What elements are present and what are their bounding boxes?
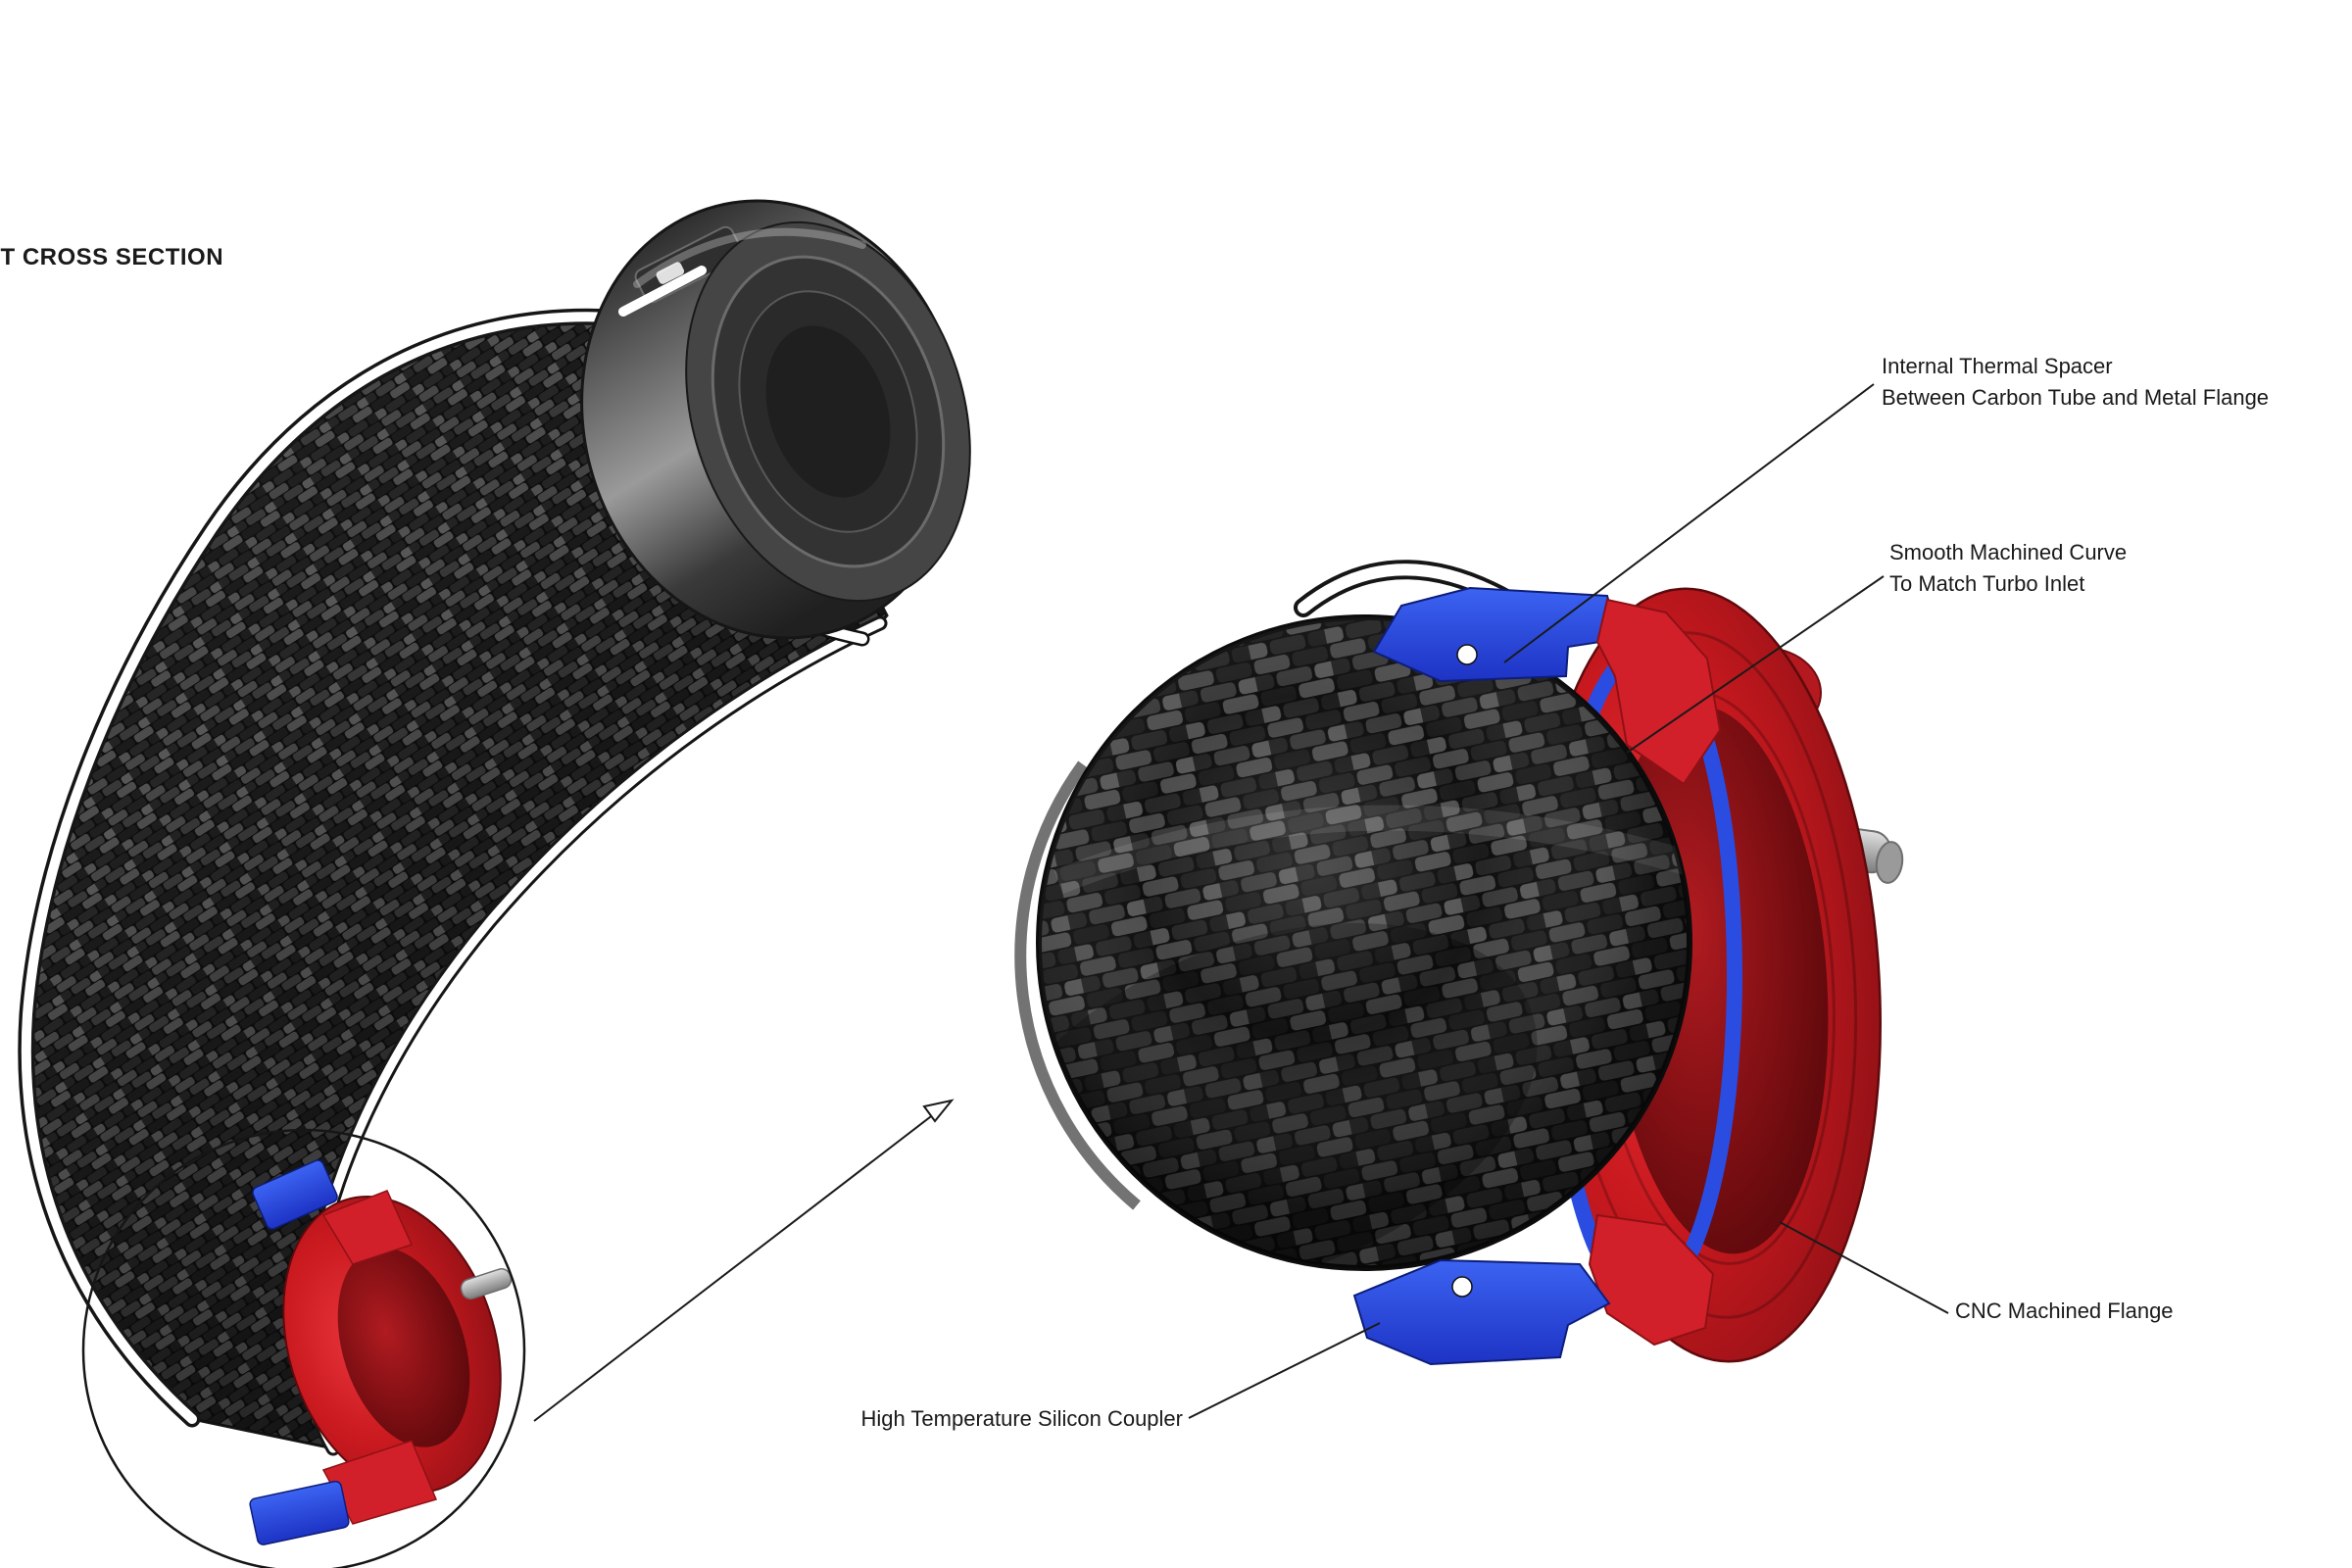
left-tube-assembly [18, 199, 971, 1568]
arrowhead-icon [922, 1099, 955, 1123]
callout-cnc-flange: CNC Machined Flange [1955, 1298, 2174, 1323]
callout-silicon-coupler: High Temperature Silicon Coupler [860, 1406, 1183, 1431]
thermal-spacer-top [1372, 586, 1621, 683]
coupler-bottom-left [249, 1480, 350, 1545]
callout-thermal-spacer: Internal Thermal Spacer Between Carbon T… [1882, 351, 2269, 414]
coupler-top-left [252, 1159, 338, 1230]
leader-machined-curve [1626, 575, 1885, 754]
leader-cnc-flange [1779, 1221, 1949, 1314]
carbon-tube-left [18, 308, 889, 1456]
flange-left [249, 1159, 513, 1545]
callout-machined-curve-line2: To Match Turbo Inlet [1889, 570, 2085, 596]
leader-thermal-spacer [1503, 383, 1875, 663]
callout-thermal-spacer-line1: Internal Thermal Spacer [1882, 354, 2113, 378]
callout-machined-curve: Smooth Machined Curve To Match Turbo Inl… [1889, 537, 2127, 600]
spacer-notch-bottom [1451, 1276, 1473, 1298]
pointer-arrow [533, 1099, 955, 1422]
detail-circle [81, 1128, 526, 1568]
flange-cut-face-top-left [321, 1190, 414, 1265]
callout-machined-curve-line1: Smooth Machined Curve [1889, 540, 2128, 564]
spacer-notch-top [1456, 644, 1478, 665]
section-title: ET CROSS SECTION [0, 244, 224, 270]
machined-curve-face-bottom [1588, 1213, 1715, 1347]
leader-lines [1188, 383, 1949, 1419]
leader-silicon-coupler [1188, 1322, 1381, 1419]
right-detail-assembly [1014, 560, 1904, 1366]
callout-thermal-spacer-line2: Between Carbon Tube and Metal Flange [1882, 384, 2270, 410]
silicon-coupler-bottom [1352, 1258, 1611, 1366]
hose-end [580, 199, 971, 647]
machined-curve-face-top [1595, 598, 1722, 786]
hose-clamp [634, 225, 744, 304]
carbon-tube-detail [1014, 560, 1692, 1271]
